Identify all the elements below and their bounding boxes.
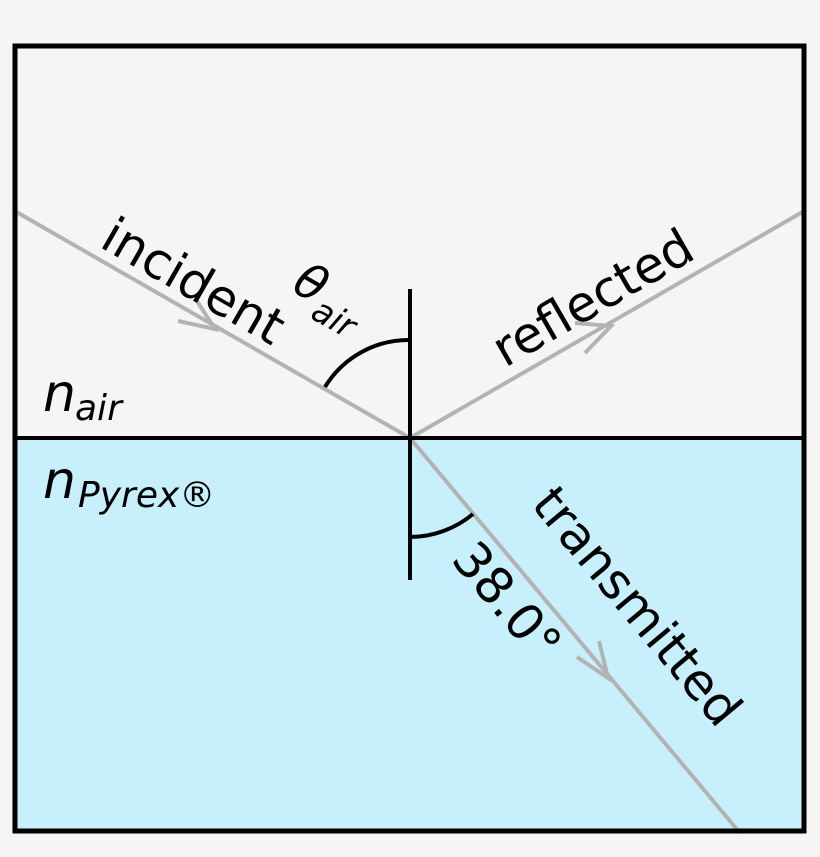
incident-angle-arc [323,337,411,389]
n-air-label: n air [43,364,124,429]
transmitted-arrow-icon [575,640,612,683]
n-pyrex-subscript: Pyrex® [78,475,215,516]
reflected-arrow-icon [574,321,616,355]
n-air-subscript: air [75,388,124,429]
incident-arrow-icon [177,296,220,332]
transmitted-angle-arc [409,512,475,539]
n-pyrex-label: n Pyrex® [43,451,215,516]
diagram-border [12,43,807,834]
n-air-symbol: n [43,364,76,424]
transmitted-ray [408,436,742,835]
n-pyrex-symbol: n [43,451,76,511]
